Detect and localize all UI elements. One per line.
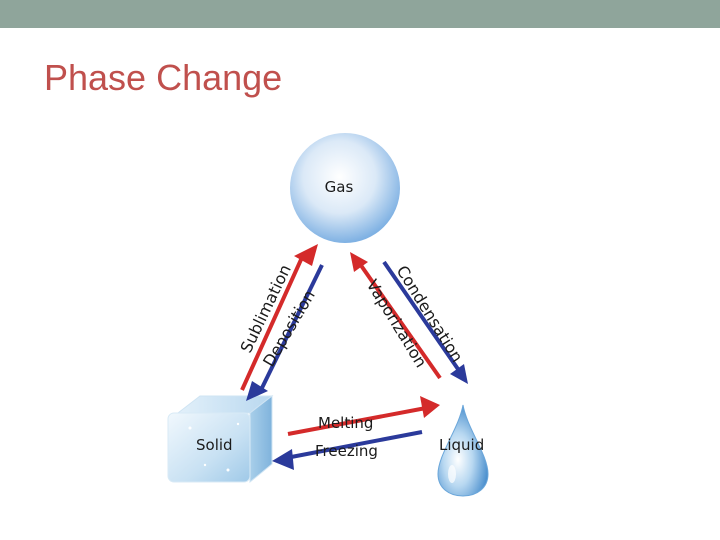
liquid-label: Liquid (439, 436, 484, 454)
gas-sphere (290, 133, 400, 243)
melting-label: Melting (318, 414, 373, 432)
condensation-arrow (382, 260, 468, 384)
freezing-arrow (272, 430, 423, 470)
top-accent-bar (0, 0, 720, 28)
slide-title: Phase Change (44, 57, 283, 98)
freezing-label: Freezing (315, 442, 378, 460)
vaporization-arrow (350, 252, 442, 380)
melting-arrow (287, 396, 440, 436)
ice-cube (167, 394, 274, 484)
solid-label: Solid (196, 436, 233, 454)
water-drop (437, 404, 489, 497)
sublimation-arrow (240, 244, 318, 391)
gas-label: Gas (325, 178, 354, 196)
deposition-arrow (246, 264, 324, 401)
